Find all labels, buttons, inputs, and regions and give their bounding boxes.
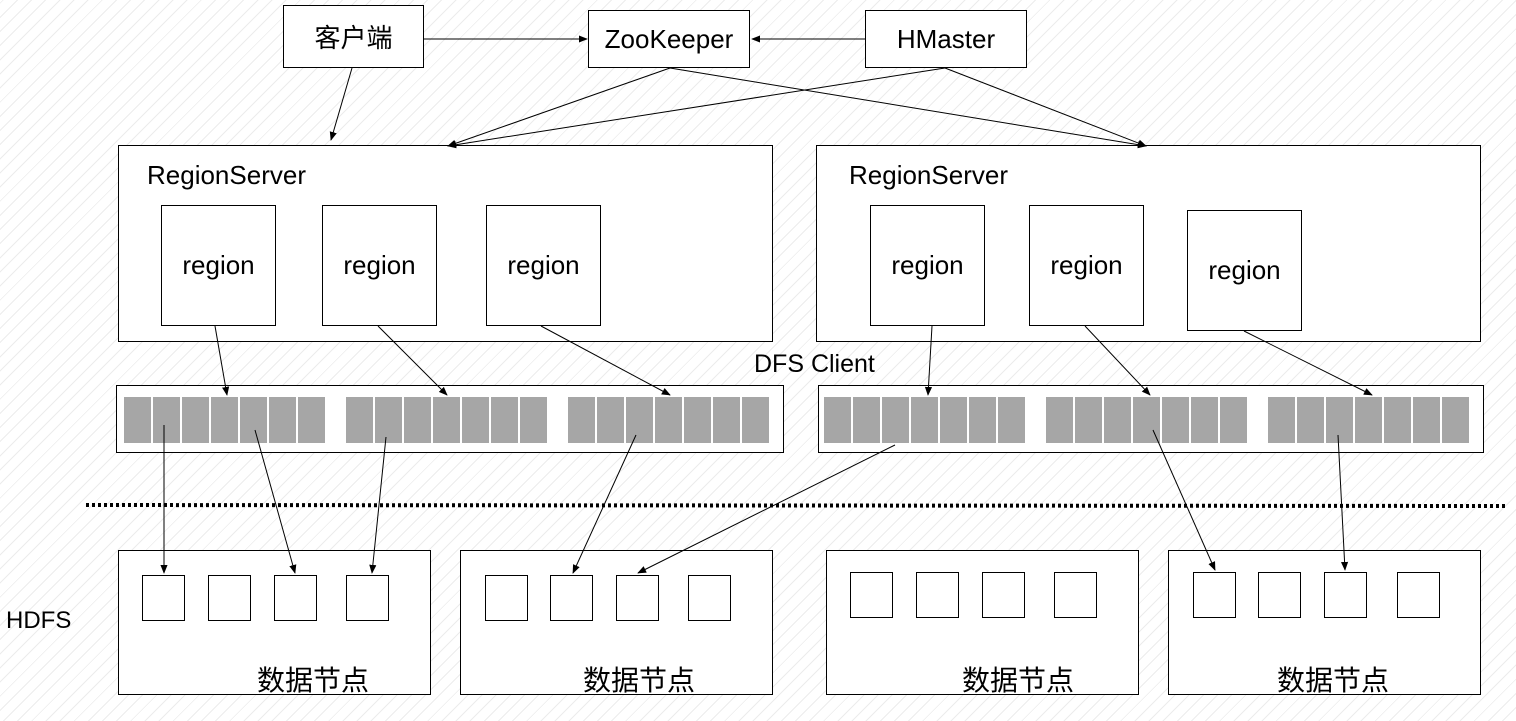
block xyxy=(998,397,1025,443)
regionserver-2-title: RegionServer xyxy=(849,160,1008,190)
arrow-hmaster-rs1 xyxy=(447,67,946,149)
block xyxy=(626,397,653,443)
arrow-client-regionserver xyxy=(329,67,353,141)
block xyxy=(153,397,180,443)
block xyxy=(1220,397,1247,443)
block xyxy=(1133,397,1160,443)
block xyxy=(1326,397,1353,443)
block xyxy=(491,397,518,443)
block xyxy=(520,397,547,443)
block xyxy=(1104,397,1131,443)
rs1-region-1: region xyxy=(161,205,276,326)
block-group xyxy=(1268,397,1469,443)
block-group xyxy=(346,397,547,443)
rs1-region-3: region xyxy=(486,205,601,326)
block xyxy=(182,397,209,443)
datanode-block xyxy=(616,575,659,621)
hdfs-label: HDFS xyxy=(6,607,72,634)
datanode-block xyxy=(550,575,593,621)
block xyxy=(1075,397,1102,443)
datanode-block xyxy=(142,575,185,621)
zookeeper-box: ZooKeeper xyxy=(588,10,750,68)
block xyxy=(124,397,151,443)
block-group xyxy=(1046,397,1247,443)
block xyxy=(1297,397,1324,443)
datanode-block xyxy=(1193,572,1236,618)
client-label: 客户端 xyxy=(314,23,393,53)
datanode-block xyxy=(208,575,251,621)
rs2-region-3: region xyxy=(1187,210,1302,331)
block-group xyxy=(568,397,769,443)
block xyxy=(1442,397,1469,443)
arrow-zookeeper-rs2 xyxy=(669,67,1147,149)
regionserver-1-title: RegionServer xyxy=(147,160,306,190)
block xyxy=(211,397,238,443)
region-label: region xyxy=(891,250,964,280)
block xyxy=(853,397,880,443)
datanode-block xyxy=(688,575,731,621)
datanode-block xyxy=(1258,572,1301,618)
arrow-zookeeper-rs1 xyxy=(447,67,671,147)
hdfs-separator xyxy=(85,503,1506,508)
datanode-block xyxy=(982,572,1025,618)
datanode-block xyxy=(916,572,959,618)
datanode-block xyxy=(485,575,528,621)
block xyxy=(742,397,769,443)
block xyxy=(375,397,402,443)
block xyxy=(684,397,711,443)
block xyxy=(462,397,489,443)
rs1-region-2: region xyxy=(322,205,437,326)
datanode-label: 数据节点 xyxy=(257,665,370,696)
block xyxy=(940,397,967,443)
rs2-region-1: region xyxy=(870,205,985,326)
datanode-label: 数据节点 xyxy=(1277,665,1390,696)
rs2-region-2: region xyxy=(1029,205,1144,326)
block xyxy=(1413,397,1440,443)
dfs-client-label: DFS Client xyxy=(754,350,875,378)
block xyxy=(1046,397,1073,443)
block xyxy=(269,397,296,443)
datanode-block xyxy=(274,575,317,621)
zookeeper-label: ZooKeeper xyxy=(604,23,734,54)
datanode-label: 数据节点 xyxy=(962,665,1075,696)
datanode-block xyxy=(1397,572,1440,618)
block xyxy=(882,397,909,443)
block xyxy=(969,397,996,443)
block xyxy=(298,397,325,443)
block xyxy=(568,397,595,443)
block xyxy=(713,397,740,443)
datanode-block xyxy=(1324,572,1367,618)
block xyxy=(346,397,373,443)
arrow-hmaster-rs2 xyxy=(944,67,1147,147)
datanode-block xyxy=(1054,572,1097,618)
client-box: 客户端 xyxy=(283,5,424,68)
datanode-block xyxy=(346,575,389,621)
block xyxy=(1384,397,1411,443)
datanode-label: 数据节点 xyxy=(583,665,696,696)
block xyxy=(824,397,851,443)
block xyxy=(911,397,938,443)
region-label: region xyxy=(182,250,255,280)
region-label: region xyxy=(1050,250,1123,280)
block xyxy=(1191,397,1218,443)
block xyxy=(240,397,267,443)
block xyxy=(404,397,431,443)
block-group xyxy=(824,397,1025,443)
hmaster-label: HMaster xyxy=(896,23,996,54)
region-label: region xyxy=(343,250,416,280)
region-label: region xyxy=(507,250,580,280)
datanode-2: 数据节点 xyxy=(460,550,773,696)
block xyxy=(655,397,682,443)
block xyxy=(1268,397,1295,443)
block xyxy=(597,397,624,443)
block xyxy=(1162,397,1189,443)
block-group xyxy=(124,397,325,443)
region-label: region xyxy=(1208,255,1281,285)
hmaster-box: HMaster xyxy=(865,10,1027,68)
block xyxy=(1355,397,1382,443)
datanode-1: 数据节点 xyxy=(118,550,431,696)
block xyxy=(433,397,460,443)
datanode-block xyxy=(850,572,893,618)
